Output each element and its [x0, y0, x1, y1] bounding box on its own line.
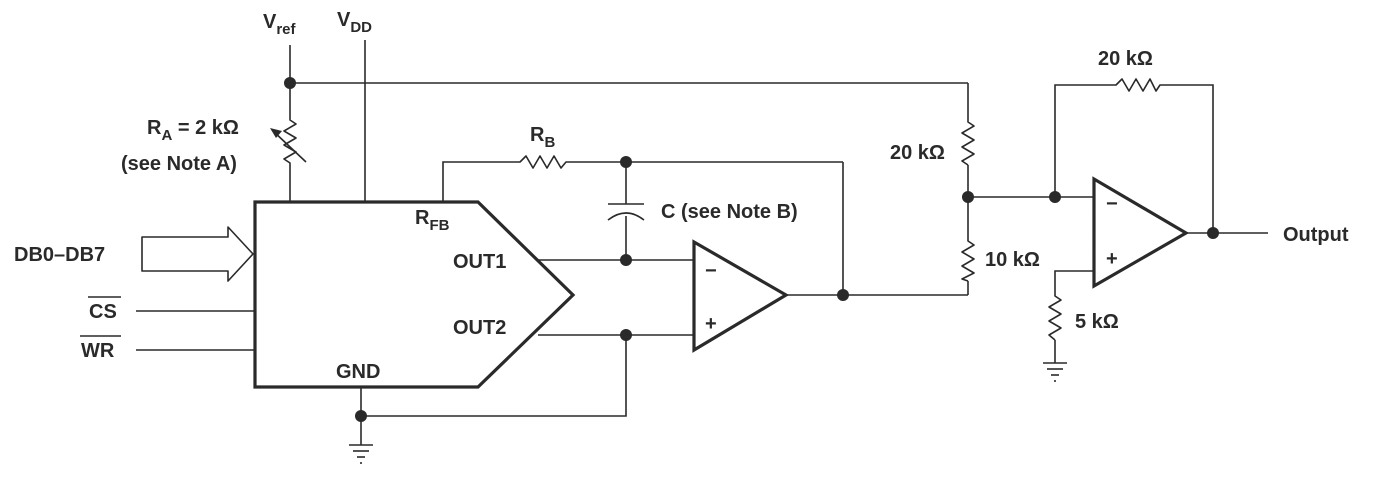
r-20k-divider-label: 20 kΩ [890, 142, 945, 164]
junction-opamp1-out [837, 289, 849, 301]
junction-out2 [620, 329, 632, 341]
opamp1-minus-sign: − [705, 260, 717, 282]
opamp2-minus-sign: − [1106, 193, 1118, 215]
ra-potentiometer [283, 115, 297, 168]
rb-resistor [510, 155, 572, 169]
rfb-wire [442, 161, 510, 202]
fb-left-wire [1054, 84, 1110, 197]
wires [136, 40, 1268, 445]
junction-out1 [620, 254, 632, 266]
output-label: Output [1283, 224, 1349, 246]
dac-block [253, 200, 576, 389]
ra-note-label: (see Note A) [121, 153, 237, 175]
ground-symbol-5k [1043, 362, 1067, 382]
gnd-label: GND [336, 361, 380, 383]
data-bus-label: DB0–DB7 [14, 244, 105, 266]
out2-ground-wire [361, 335, 627, 417]
wr-label: WR [81, 340, 115, 362]
ground-symbol-dac [349, 444, 373, 464]
capacitor-plate-bottom [607, 212, 645, 221]
opamp2-plus-sign: + [1106, 248, 1118, 270]
opamp2-triangle [1092, 176, 1190, 289]
r-20k-feedback-label: 20 kΩ [1098, 48, 1153, 70]
r-10k [961, 237, 975, 282]
rb-label: RB [530, 124, 555, 151]
out2-label: OUT2 [453, 317, 506, 339]
ra-label: RA = 2 kΩ [147, 117, 239, 144]
junction-output [1207, 227, 1219, 239]
out1-label: OUT1 [453, 251, 506, 273]
junction-vref [284, 77, 296, 89]
junction-rb-cap [620, 156, 632, 168]
capacitor-label: C (see Note B) [661, 201, 798, 223]
ra-wiper-arrowhead [270, 128, 282, 138]
r-5k-label: 5 kΩ [1075, 311, 1119, 333]
r-20k-divider [961, 118, 975, 166]
rfb-label: RFB [415, 207, 450, 234]
plus-input-wire [1054, 270, 1094, 292]
opamp1-triangle [692, 239, 790, 353]
junction-gnd [355, 410, 367, 422]
vdd-label: VDD [337, 9, 372, 36]
r-5k [1048, 292, 1062, 341]
cs-label: CS [89, 301, 117, 323]
fb-right-wire [1162, 84, 1214, 233]
r-20k-feedback [1110, 78, 1162, 92]
opamp1-plus-sign: + [705, 313, 717, 335]
vref-label: Vref [263, 11, 297, 38]
junction-divider [962, 191, 974, 203]
r-10k-label: 10 kΩ [985, 249, 1040, 271]
junction-opamp2-minus [1049, 191, 1061, 203]
data-bus-arrow [141, 226, 254, 282]
